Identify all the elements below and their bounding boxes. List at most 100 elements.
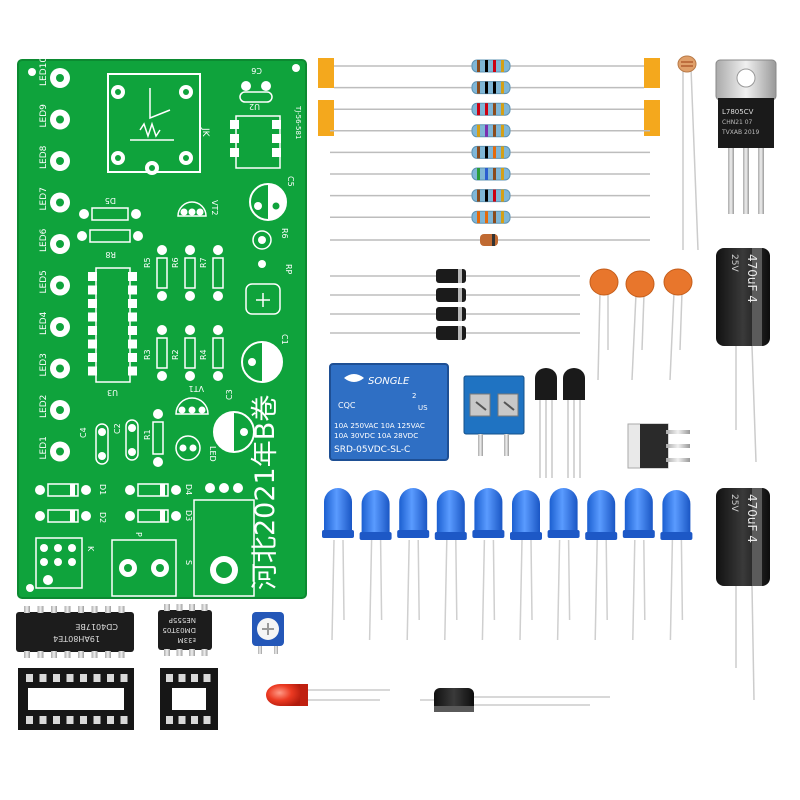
silk-p: P [134,532,143,537]
u3-pad [128,366,137,376]
silk-c6: C6 [251,66,262,75]
relay-cert: CQC [338,401,356,410]
diode-band [458,288,462,302]
diode-pad [35,485,45,495]
resistor-band [493,103,496,116]
relay-rating-2: 10A 30VDC 10A 28VDC [334,431,418,440]
resistor-band [477,146,480,159]
blue-led-lens [512,490,540,532]
silk-r8: R8 [105,250,116,259]
diode-pad [125,511,135,521]
ne555-line2: DM03T05 [162,626,196,634]
diode-band [458,269,462,283]
led-lead [417,539,420,621]
ceramic-capacitor [663,268,693,296]
ic-pin [189,649,195,656]
u3-pad [88,272,97,281]
small-signal-diode [330,234,650,246]
u3-pad [128,312,137,322]
u3-pad [88,366,97,376]
transistor-body [563,368,585,400]
cap-top-voltage: 25V [729,254,739,272]
silk-d4: D4 [184,484,193,495]
u3-pad [128,339,137,349]
resistor-band [501,81,504,94]
u3-pad [128,353,137,362]
regulator-line3: TVXAB 2019 [721,129,759,136]
socket-contact [107,674,114,682]
u3-pad [128,326,137,335]
resistor-band [485,189,488,202]
socket-contact [93,674,101,682]
silk-jk: JK [200,127,210,138]
blue-led-lens [436,490,465,532]
led-label: LED10 [39,57,49,86]
resistor-band [485,211,488,224]
silk-r4: R4 [199,349,208,360]
ic-pin [118,606,125,613]
blue-led-flange [322,530,354,538]
resistor-band [485,103,488,116]
u3-pad [88,353,97,362]
socket-contact [53,716,60,724]
u3-pad [128,299,137,308]
diode-band [70,484,75,496]
silk-s: S [184,560,193,565]
silk-c5: C5 [286,176,295,187]
silk-u3: U3 [107,388,118,397]
led-lead [643,539,646,621]
resistor-band [485,60,488,72]
resistor-body [471,124,511,138]
ic-pin [118,651,125,658]
silk-vt1: VT1 [189,384,204,393]
silk-vt2: VT2 [210,200,219,215]
resistor-band [501,211,504,224]
resistor-body [471,167,511,181]
resistor-band [477,124,480,137]
diode-pad [81,511,91,521]
blue-led-lens [324,488,352,530]
led-lead [406,539,410,641]
led-lead [342,539,345,621]
resistor-body [471,102,511,116]
resistor-body [471,210,511,224]
trimmer-potentiometer [252,612,284,654]
board-version: TJ-56-581 [294,105,302,139]
red-led [266,684,390,706]
blue-led-flange [510,532,542,540]
socket-contact [203,674,211,682]
diode-band [160,484,165,496]
resistor-band [493,60,496,72]
blue-led-lens [474,488,503,530]
silk-c2: C2 [113,423,122,434]
resistor-band [493,211,496,224]
ic-pin [201,649,208,656]
resistor-band [485,81,488,94]
socket-contact [178,716,186,724]
led-label: LED9 [39,104,49,128]
cd4017-line1: CD4017BE [75,622,118,631]
led-pad-hole [56,198,64,207]
resistor-band [501,124,504,137]
silk-r7: R7 [199,257,208,268]
led-label: LED1 [39,436,49,459]
resistor-band [477,103,480,116]
blue-led-lens [549,488,578,530]
socket-contact [66,716,74,724]
led-lead [530,539,533,621]
blue-led-flange [585,532,618,540]
relay: SONGLE CQC 2 US 10A 250VAC 10A 125VAC 10… [329,363,449,461]
diode-band [458,307,462,321]
regulator-line2: CHN21 07 [722,119,753,126]
silk-c3: C3 [225,389,234,400]
resistor-band [477,60,480,72]
led-pad-hole [56,115,64,124]
socket-contact [80,674,87,682]
ic-socket-16 [18,668,134,730]
ic-pin [37,651,44,658]
blue-led-flange [397,530,430,538]
diode-pad [171,511,181,521]
silk-r3: R3 [143,349,152,360]
board-title: 河北2021年B卷 [250,395,281,590]
ic-cd4017: CD4017BE 19AH80TE4 [16,606,134,658]
